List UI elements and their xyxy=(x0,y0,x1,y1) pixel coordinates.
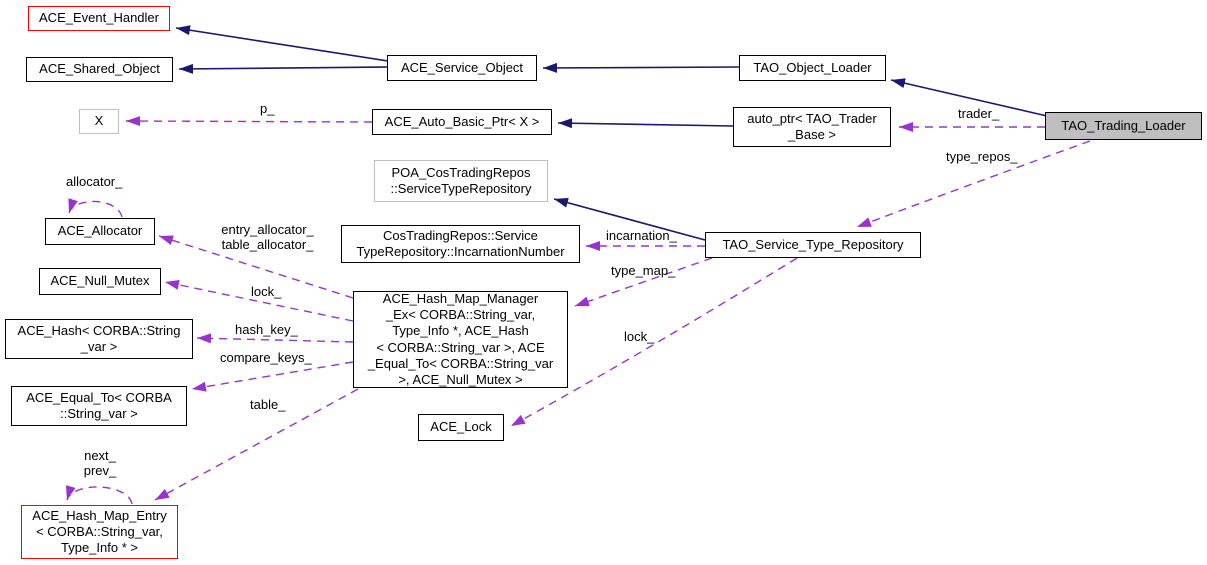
edge-service-object-to-event-handler xyxy=(175,25,389,62)
edge-label-next-prev: next_ prev_ xyxy=(83,448,117,479)
edge-label-compare-keys: compare_keys_ xyxy=(220,350,312,365)
class-node-tao-object-loader[interactable]: TAO_Object_Loader xyxy=(739,55,886,81)
class-node-tao-trading-loader: TAO_Trading_Loader xyxy=(1045,112,1202,140)
edge-hash-map-manager-to-null-mutex xyxy=(164,279,354,322)
class-node-x: X xyxy=(79,109,119,134)
class-node-ace-null-mutex[interactable]: ACE_Null_Mutex xyxy=(39,268,161,295)
edge-label-hash-key: hash_key_ xyxy=(235,322,298,337)
edge-hash-map-manager-to-equal-to xyxy=(191,361,354,392)
class-node-ace-lock[interactable]: ACE_Lock xyxy=(418,414,504,441)
edge-hash-map-manager-to-allocator xyxy=(158,235,354,299)
edge-auto-basic-ptr-to-x xyxy=(125,116,373,127)
edge-label-lock-mutex: lock_ xyxy=(251,284,282,299)
class-node-incarnation-number[interactable]: CosTradingRepos::Service TypeRepository:… xyxy=(341,225,580,263)
class-node-ace-shared-object[interactable]: ACE_Shared_Object xyxy=(26,57,173,82)
class-node-ace-hash[interactable]: ACE_Hash< CORBA::String _var > xyxy=(5,319,193,359)
class-node-auto-ptr-tao-trader-base[interactable]: auto_ptr< TAO_Trader _Base > xyxy=(733,107,891,147)
edge-label-table: table_ xyxy=(250,397,286,412)
class-node-ace-auto-basic-ptr[interactable]: ACE_Auto_Basic_Ptr< X > xyxy=(372,109,552,135)
edge-service-object-to-shared-object xyxy=(178,63,389,74)
edge-trading-loader-to-type-repository xyxy=(856,140,1091,228)
class-node-ace-event-handler[interactable]: ACE_Event_Handler xyxy=(28,6,170,31)
edge-hash-map-manager-to-hash xyxy=(196,333,354,344)
edge-label-entry-table-allocator: entry_allocator_ table_allocator_ xyxy=(221,222,314,253)
edge-allocator-self-loop xyxy=(68,198,123,218)
class-node-ace-hash-map-entry[interactable]: ACE_Hash_Map_Entry < CORBA::String_var, … xyxy=(21,505,178,559)
class-node-tao-service-type-repository[interactable]: TAO_Service_Type_Repository xyxy=(705,232,921,258)
edge-object-loader-to-service-object xyxy=(542,62,740,73)
edge-hash-map-manager-to-hash-map-entry xyxy=(154,388,359,501)
edge-label-incarnation: incarnation_ xyxy=(606,228,677,243)
edge-type-repository-to-lock xyxy=(510,257,798,427)
class-node-ace-service-object[interactable]: ACE_Service_Object xyxy=(387,55,537,81)
edge-type-repository-to-poa xyxy=(553,197,706,241)
edge-label-lock-lock: lock_ xyxy=(624,329,655,344)
edge-type-repository-to-hash-map-manager xyxy=(574,257,713,307)
class-node-ace-allocator[interactable]: ACE_Allocator xyxy=(45,218,155,245)
edge-label-p: p_ xyxy=(260,101,275,116)
class-node-ace-equal-to[interactable]: ACE_Equal_To< CORBA ::String_var > xyxy=(11,386,187,426)
edge-label-trader: trader_ xyxy=(958,106,1000,121)
edge-label-allocator: allocator_ xyxy=(66,174,123,189)
class-node-ace-hash-map-manager[interactable]: ACE_Hash_Map_Manager _Ex< CORBA::String_… xyxy=(353,291,568,388)
edge-trading-loader-to-object-loader xyxy=(890,78,1048,117)
edge-label-type-repos: type_repos_ xyxy=(946,149,1018,164)
edge-auto-ptr-to-auto-basic-ptr xyxy=(557,118,734,129)
class-node-poa-costradingrepos: POA_CosTradingRepos ::ServiceTypeReposit… xyxy=(374,160,548,202)
edge-label-type-map: type_map_ xyxy=(611,263,676,278)
edge-hash-map-entry-self-loop xyxy=(65,485,133,505)
